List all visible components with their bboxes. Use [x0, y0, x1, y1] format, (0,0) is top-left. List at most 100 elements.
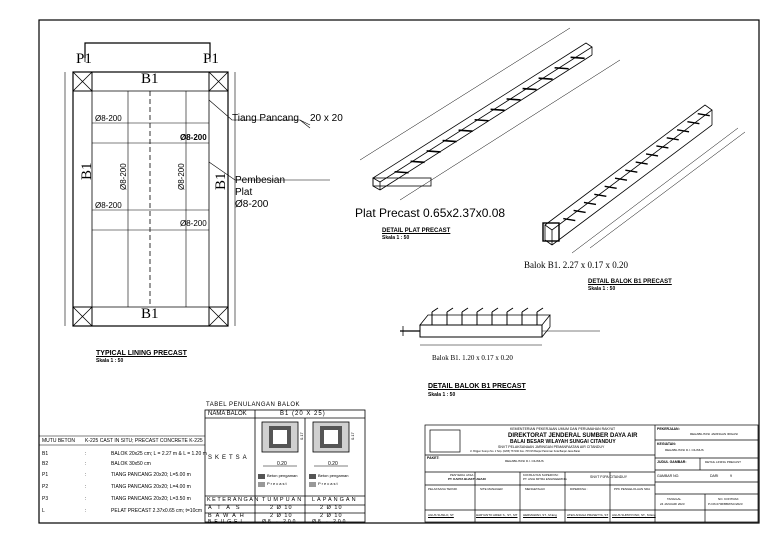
tabel-legend-2: Precast: [267, 481, 288, 486]
title-block-grid: [424, 424, 759, 523]
tabel-row-label: BAWAH: [208, 513, 248, 519]
tabel-penulangan-grid: [204, 409, 366, 523]
tb-paket-label: PAKET:: [427, 456, 440, 460]
mutu-row-sep: :: [85, 461, 87, 467]
rebar-label: Ø8-200: [177, 163, 186, 190]
pile-callout: Tiang Pancang: [232, 113, 299, 124]
tb-snvt-label: SNVT PJPA CITANDUY: [590, 475, 628, 479]
plat-scale: Skala 1 : 50: [382, 235, 410, 241]
rebar-label: Ø8-200: [119, 163, 128, 190]
sheet-border: [38, 19, 760, 524]
tabel-dim-right: 0.20: [328, 461, 338, 467]
tabel-legend-1-right: Beton pengaman: [318, 473, 349, 478]
balok-120-scale: Skala 1 : 50: [428, 392, 456, 398]
beam-label-top: B1: [141, 71, 159, 87]
tb-penyedia-value: PT. KARYA BHAKTI ABADI: [448, 477, 486, 481]
plat-rebar: [394, 170, 409, 174]
beam-label-bottom: B1: [141, 306, 159, 322]
beam-stirrup: [666, 137, 679, 141]
tb-mengetahui-label: MENGETAHUI: [525, 487, 545, 491]
rebar-label: Ø8-200: [180, 133, 207, 142]
plat-rebar: [426, 150, 441, 153]
short-beam-stirrup: [536, 307, 544, 313]
mutu-grid: [39, 435, 205, 446]
tb-sign-3: HERMAWAN, ST., M.Eng: [523, 513, 557, 517]
mutu-row-desc: TIANG PANCANG 20x20; L=3.50 m: [111, 496, 191, 502]
plat-caption: Plat Precast 0.65x2.37x0.08: [355, 206, 506, 220]
beam-stirrup: [645, 153, 659, 157]
beam-stirrup: [573, 209, 586, 214]
tabel-row-tumpuan: Ø8 - 200: [262, 519, 298, 525]
tb-sign-5: AGUS SUPRIYONO, ST., M.Eng: [612, 513, 656, 517]
tb-balai: BALAI BESAR WILAYAH SUNGAI CITANDUY: [510, 439, 616, 445]
tabel-legend-1: Beton pengaman: [267, 473, 298, 478]
rebar-label: Ø8-200: [95, 201, 122, 210]
short-beam-stirrup: [476, 307, 484, 313]
beam-stirrup: [625, 169, 638, 173]
tb-ppk-label: PPK PENGELOLAAN SDA: [614, 487, 651, 491]
mutu-row-code: B2: [42, 461, 49, 467]
tabel-tumpuan-label: TUMPUAN: [262, 497, 304, 503]
tb-satker: SNVT PELAKSANAAN JARINGAN PEMANFAATAN AI…: [498, 445, 605, 449]
tb-kegiatan-label: KEGIATAN:: [657, 442, 676, 446]
tb-lembar: DARI: [710, 474, 719, 478]
tabel-row-lapangan: 2 Ø 10: [320, 505, 343, 511]
rebar-label: Ø8-200: [95, 114, 122, 123]
mutu-row-sep: :: [85, 496, 87, 502]
tabel-title: TABEL PENULANGAN BALOK: [206, 402, 301, 408]
tb-sign-4: ATEN ANGGA PRASETYA, ST: [567, 513, 609, 517]
tabel-header-right: B1 (20 X 25): [280, 411, 326, 417]
tb-ministry: KEMENTERIAN PEKERJAAN UMUM DAN PERUMAHAN…: [510, 427, 616, 431]
mutu-row-desc: TIANG PANCANG 20x20; L=4.00 m: [111, 484, 191, 490]
mutu-row-desc: TIANG PANCANG 20x20; L=5.00 m: [111, 472, 191, 478]
tabel-sketsa-label: SKETSA: [208, 455, 250, 461]
tb-address: Jl. Brigjen Sutoyo No. 1 Telp. (0265) 76…: [470, 450, 581, 453]
rebar-callout-line2: Plat: [235, 187, 253, 198]
tb-pelaksana-label: PELAKSANA TEKNIK: [428, 487, 458, 491]
plat-rebar: [458, 129, 473, 132]
rebar-label: Ø8-200: [180, 219, 207, 228]
mutu-row-sep: :: [85, 508, 87, 514]
beam-stirrup: [614, 177, 628, 181]
balok-227-title: DETAIL BALOK B1 PRECAST: [588, 279, 672, 285]
balok-120-caption: Balok B1. 1.20 x 0.17 x 0.20: [432, 354, 513, 362]
short-beam-stirrup: [446, 307, 454, 313]
tb-tanggal-label: TANGGAL: [667, 497, 682, 501]
rebar-callout-line3: Ø8-200: [235, 199, 269, 210]
plat-rebar: [522, 87, 537, 91]
pile-label-left: P1: [76, 51, 92, 67]
tb-no-kontrak-label: NO. KONTRAK: [718, 497, 739, 501]
mutu-row-desc: PELAT PRECAST 2.37x0.65 cm; t=10cm: [111, 508, 203, 514]
beam-stirrup: [635, 161, 648, 165]
tabel-dim-h2: 0.17: [350, 432, 355, 440]
short-beam-stirrup: [521, 307, 529, 313]
balok-120-title: DETAIL BALOK B1 PRECAST: [428, 383, 526, 390]
tb-pekerjaan-value: REHABILITASI JARINGAN IRIGASI: [690, 432, 738, 436]
balok-227-iso: [542, 104, 746, 254]
tabel-row-tumpuan: 2 Ø 10: [270, 505, 293, 511]
mutu-head-right: K-225 CAST IN SITU; PRECAST CONCRETE K-2…: [85, 438, 203, 444]
mutu-row-code: P1: [42, 472, 49, 478]
mutu-row-desc: BALOK 20x25 cm; L = 2.27 m & L = 1.20 m: [111, 451, 207, 457]
beam-stirrup: [687, 121, 700, 125]
tb-tanggal-value: 24 JANUARI 2023: [660, 502, 685, 506]
tb-sign-1: AGUS SUSILO, ST: [428, 513, 454, 517]
tabel-row-label: BEUGEL: [208, 519, 247, 525]
tb-lembar-val: 9: [730, 474, 732, 478]
rebar-callout-line1: Pembesian: [235, 175, 286, 186]
beam-stirrup: [697, 112, 710, 117]
mutu-row-code: P3: [42, 496, 49, 502]
mutu-row-sep: :: [85, 451, 87, 457]
beam-stirrup: [563, 217, 576, 222]
plat-title: DETAIL PLAT PRECAST: [382, 228, 451, 234]
tabel-dim-h1: 0.17: [299, 432, 304, 440]
plat-rebar: [554, 66, 569, 70]
beam-stirrup: [656, 145, 669, 149]
tb-penyedia-label: PENYEDIA JASA :: [450, 473, 475, 477]
beam-label-right: B1: [213, 172, 229, 190]
plat-rebar: [538, 77, 553, 80]
pile-size-callout: 20 x 20: [310, 113, 343, 124]
plan-title: TYPICAL LINING PRECAST: [96, 350, 187, 357]
